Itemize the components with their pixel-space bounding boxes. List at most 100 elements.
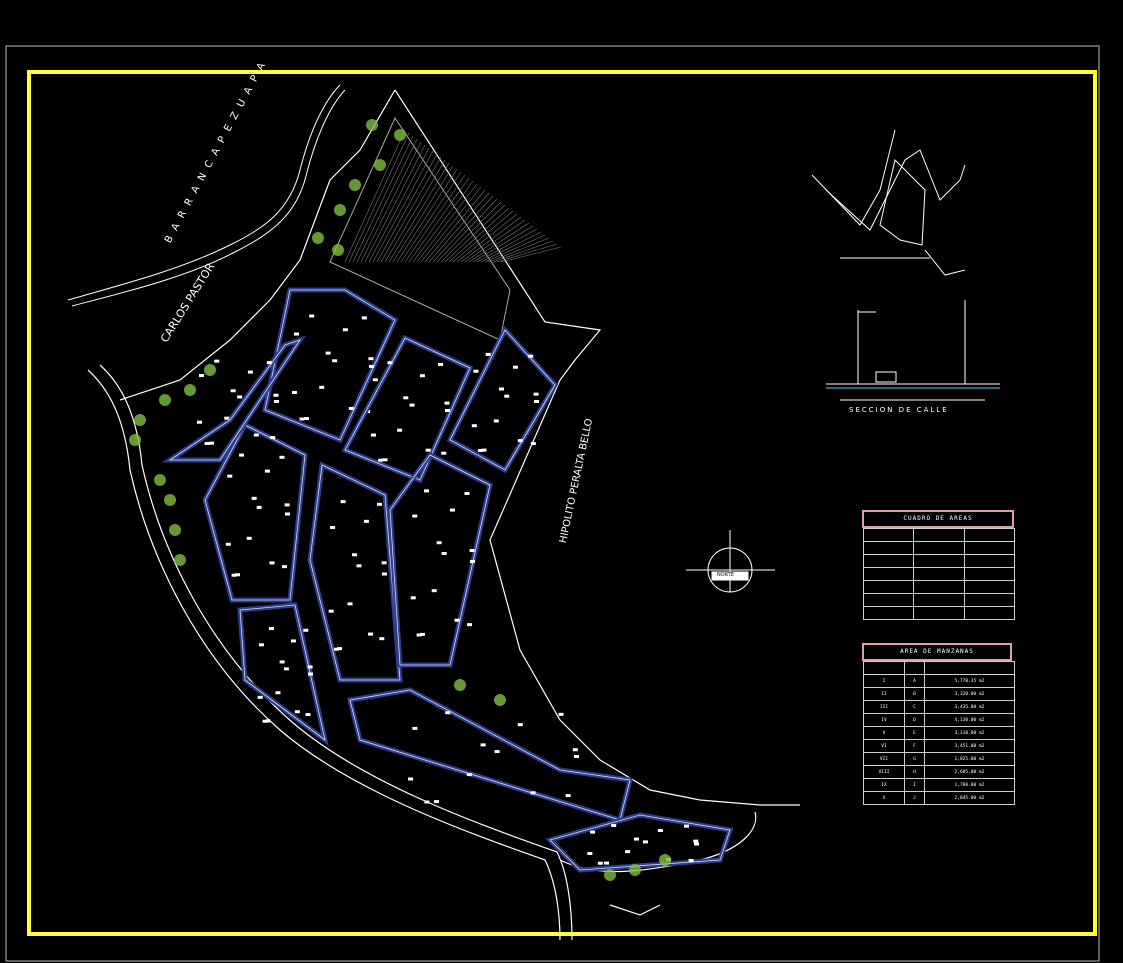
- lot-number: [351, 553, 357, 557]
- blocks-table-cell: 3,435.00 m2: [923, 700, 1016, 714]
- lot-number: [464, 491, 470, 495]
- lot-number: [284, 503, 290, 507]
- lot-number: [597, 861, 603, 865]
- lot-blocks: [161, 287, 734, 873]
- lot-number: [340, 500, 346, 504]
- lot-number: [230, 389, 236, 393]
- lot-number: [604, 861, 610, 865]
- lot-number: [498, 387, 504, 391]
- lot-number: [269, 561, 275, 565]
- lot-number: [378, 458, 384, 462]
- lot-number: [408, 777, 414, 781]
- lot-number: [530, 791, 536, 795]
- lot-number: [368, 357, 374, 361]
- lot-number: [528, 354, 534, 358]
- site-boundary: [87, 89, 800, 941]
- lot-number: [264, 469, 270, 473]
- block-outline: [545, 812, 734, 873]
- tree: [659, 854, 671, 866]
- lot-number: [377, 502, 383, 506]
- lot-number: [436, 541, 442, 545]
- tree: [169, 524, 181, 536]
- blocks-table-cell: 3,320.00 m2: [923, 687, 1016, 701]
- lot-number: [266, 361, 272, 365]
- tree: [174, 554, 186, 566]
- lot-number: [247, 370, 253, 374]
- lot-number: [467, 623, 473, 627]
- lot-number: [251, 496, 257, 500]
- lot-number: [657, 829, 663, 833]
- lot-number: [370, 433, 376, 437]
- tree: [134, 414, 146, 426]
- tree: [204, 364, 216, 376]
- trees: [129, 119, 671, 881]
- lot-number: [403, 396, 409, 400]
- blocks-table-cell: A: [903, 674, 925, 688]
- blocks-table-cell: 2,845.00 m2: [923, 791, 1016, 805]
- lot-number: [688, 859, 694, 863]
- lot-number: [290, 639, 296, 643]
- lot-number: [348, 406, 354, 410]
- lot-number: [372, 378, 378, 382]
- lot-number: [347, 602, 353, 606]
- lot-number: [330, 525, 336, 529]
- tree: [332, 244, 344, 256]
- tree: [629, 864, 641, 876]
- blocks-table-cell: H: [903, 765, 925, 779]
- lot-number: [328, 609, 334, 613]
- lot-number: [262, 719, 268, 723]
- lot-number: [198, 374, 204, 378]
- lot-number: [477, 448, 483, 452]
- lot-number: [694, 842, 699, 846]
- lot-number: [282, 565, 288, 569]
- lot-number: [214, 359, 220, 363]
- north-label: NORTE: [717, 572, 734, 578]
- lot-number: [279, 660, 285, 664]
- tree: [164, 494, 176, 506]
- lot-number: [684, 824, 690, 828]
- lot-number: [253, 433, 259, 437]
- lot-number: [494, 750, 500, 754]
- lot-number: [642, 840, 648, 844]
- blocks-table-cell: V: [863, 726, 905, 740]
- lot-number: [470, 560, 475, 563]
- block-outline: [346, 687, 634, 824]
- lot-number: [342, 328, 348, 332]
- tree: [184, 384, 196, 396]
- lot-number: [325, 351, 331, 355]
- blocks-table-cell: VIII: [863, 765, 905, 779]
- block-outline: [239, 604, 326, 741]
- lot-number: [530, 442, 536, 446]
- tree: [159, 394, 171, 406]
- lot-number: [412, 726, 418, 730]
- lot-number: [517, 723, 523, 727]
- lot-number: [265, 719, 271, 723]
- lot-number: [382, 458, 388, 462]
- block-outline: [309, 464, 401, 681]
- blocks-table-cell: VII: [863, 752, 905, 766]
- lot-number: [293, 332, 299, 336]
- lot-number: [209, 441, 215, 445]
- lot-number: [268, 627, 274, 631]
- tree: [454, 679, 466, 691]
- lot-number: [204, 441, 210, 445]
- lot-number: [258, 643, 264, 647]
- blocks-table-cell: IX: [863, 778, 905, 792]
- ravine-lines: [67, 84, 346, 307]
- lot-number: [227, 474, 233, 478]
- lot-number: [481, 448, 487, 452]
- lot-number: [466, 773, 472, 777]
- block-outline: [549, 814, 731, 871]
- lot-number: [485, 352, 491, 356]
- blocks-table-cell: 2,685.00 m2: [923, 765, 1016, 779]
- lot-number: [534, 400, 539, 403]
- lot-number: [337, 647, 343, 651]
- lot-number: [424, 489, 430, 493]
